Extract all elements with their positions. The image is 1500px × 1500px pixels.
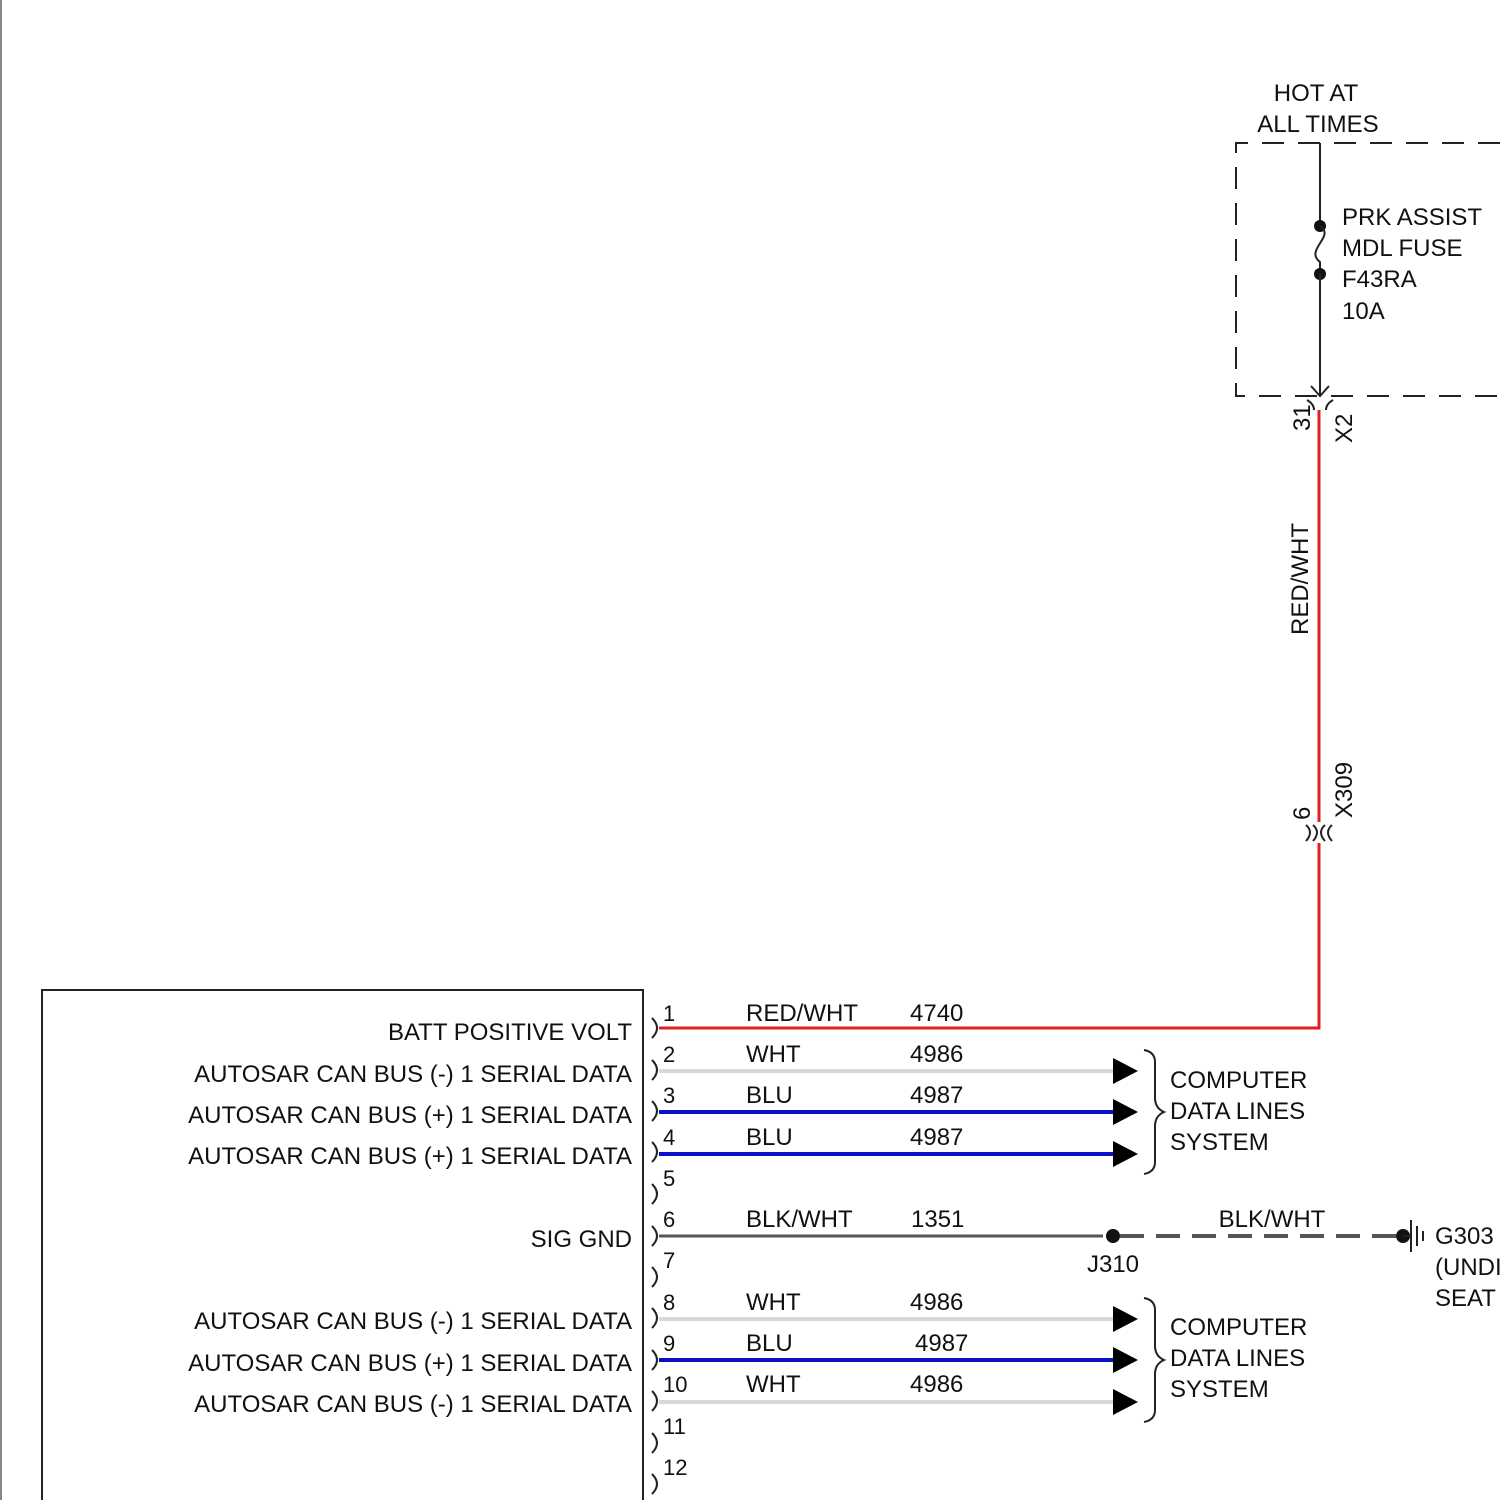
data-lines-2-line3: SYSTEM <box>1170 1376 1269 1403</box>
x2-pin-number: 31 <box>1289 404 1316 431</box>
pin-10-number: 10 <box>663 1372 687 1397</box>
wire-6-color: BLK/WHT <box>746 1206 853 1233</box>
pin-1-function: BATT POSITIVE VOLT <box>388 1019 632 1046</box>
pin-6-number: 6 <box>663 1207 675 1232</box>
data-lines-1-line2: DATA LINES <box>1170 1098 1305 1125</box>
wire-2-circuit: 4986 <box>910 1041 963 1068</box>
pin-3-function: AUTOSAR CAN BUS (+) 1 SERIAL DATA <box>188 1102 632 1129</box>
pin-8-terminal <box>652 1308 657 1328</box>
fuse-element-icon <box>1315 226 1324 274</box>
wire-labels: RED/WHT 4740 WHT 4986 BLU 4987 BLU 4987 … <box>746 1000 968 1398</box>
arrow-right-icon <box>1113 1306 1138 1332</box>
pin-8-number: 8 <box>663 1290 675 1315</box>
pin-8-function: AUTOSAR CAN BUS (-) 1 SERIAL DATA <box>194 1308 632 1335</box>
pin-4-function: AUTOSAR CAN BUS (+) 1 SERIAL DATA <box>188 1143 632 1170</box>
wire-3-color: BLU <box>746 1082 793 1109</box>
fuse-block: HOT AT ALL TIMES PRK ASSIST MDL FUSE F43… <box>1236 80 1500 396</box>
pin-1-terminal <box>652 1018 657 1038</box>
hot-at-label: HOT AT <box>1274 80 1359 107</box>
fuse-id: F43RA <box>1342 266 1417 293</box>
connector-x2: 31 X2 <box>1289 400 1358 443</box>
all-times-label: ALL TIMES <box>1257 111 1378 138</box>
feed-wire-color-label: RED/WHT <box>1287 523 1314 635</box>
arrow-right-icon <box>1113 1389 1138 1415</box>
wire-9-color: BLU <box>746 1330 793 1357</box>
wire-10-circuit: 4986 <box>910 1371 963 1398</box>
arrow-right-icon <box>1113 1141 1138 1167</box>
pin-4-number: 4 <box>663 1125 675 1150</box>
data-lines-2-line1: COMPUTER <box>1170 1314 1307 1341</box>
pin-4-terminal <box>652 1142 657 1162</box>
module-connector-pins: 1 2 3 4 5 6 7 8 9 10 11 12 <box>652 1001 687 1494</box>
wire-8-color: WHT <box>746 1289 801 1316</box>
ground-g303-name: G303 <box>1435 1223 1494 1250</box>
wire-2-color: WHT <box>746 1041 801 1068</box>
module-pin-labels: BATT POSITIVE VOLT AUTOSAR CAN BUS (-) 1… <box>188 1019 632 1418</box>
wire-10-color: WHT <box>746 1371 801 1398</box>
pin-10-terminal <box>652 1391 657 1411</box>
pin-12-terminal <box>652 1474 657 1494</box>
module-wires <box>659 1058 1138 1415</box>
wire-8-circuit: 4986 <box>910 1289 963 1316</box>
x309-pin-number: 6 <box>1289 807 1316 820</box>
ground-circuit: J310 BLK/WHT G303 (UNDI SEAT <box>1087 1206 1500 1312</box>
pin-5-number: 5 <box>663 1166 675 1191</box>
ground-location-line1: (UNDI <box>1435 1254 1500 1281</box>
fuse-name-line1: PRK ASSIST <box>1342 204 1482 231</box>
ground-icon <box>1403 1220 1423 1252</box>
pin-10-function: AUTOSAR CAN BUS (-) 1 SERIAL DATA <box>194 1391 632 1418</box>
data-lines-reference-2: COMPUTER DATA LINES SYSTEM <box>1144 1298 1307 1422</box>
pin-9-function: AUTOSAR CAN BUS (+) 1 SERIAL DATA <box>188 1350 632 1377</box>
pin-11-terminal <box>652 1433 657 1453</box>
fuse-rating: 10A <box>1342 298 1385 325</box>
pin-9-terminal <box>652 1350 657 1370</box>
wire-4-color: BLU <box>746 1124 793 1151</box>
wire-1-circuit: 4740 <box>910 1000 963 1027</box>
data-lines-1-line3: SYSTEM <box>1170 1129 1269 1156</box>
pin-2-function: AUTOSAR CAN BUS (-) 1 SERIAL DATA <box>194 1061 632 1088</box>
x2-connector-name: X2 <box>1331 414 1358 443</box>
brace-icon <box>1144 1050 1164 1174</box>
wire-6-circuit: 1351 <box>911 1206 964 1233</box>
arrow-right-icon <box>1113 1058 1138 1084</box>
connector-x309-symbol <box>1306 825 1332 841</box>
pin-2-terminal <box>652 1060 657 1080</box>
wire-4-circuit: 4987 <box>910 1124 963 1151</box>
pin-3-terminal <box>652 1101 657 1121</box>
arrow-right-icon <box>1113 1099 1138 1125</box>
pin-7-terminal <box>652 1267 657 1287</box>
pin-6-terminal <box>652 1226 657 1246</box>
pin-5-terminal <box>652 1184 657 1204</box>
arrow-right-icon <box>1113 1347 1138 1373</box>
pin-12-number: 12 <box>663 1455 687 1480</box>
data-lines-1-line1: COMPUTER <box>1170 1067 1307 1094</box>
pin-3-number: 3 <box>663 1083 675 1108</box>
pin-7-number: 7 <box>663 1248 675 1273</box>
data-lines-2-line2: DATA LINES <box>1170 1345 1305 1372</box>
wire-9-circuit: 4987 <box>915 1330 968 1357</box>
splice-j310-dot <box>1106 1229 1120 1243</box>
splice-j310-label: J310 <box>1087 1251 1139 1278</box>
data-lines-reference-1: COMPUTER DATA LINES SYSTEM <box>1144 1050 1307 1174</box>
ground-location-line2: SEAT <box>1435 1285 1496 1312</box>
x309-connector-name: X309 <box>1331 762 1358 818</box>
brace-icon <box>1144 1298 1164 1422</box>
wire-1-color: RED/WHT <box>746 1000 858 1027</box>
ground-wire-color: BLK/WHT <box>1219 1206 1326 1233</box>
pin-1-number: 1 <box>663 1001 675 1026</box>
fuse-name-line2: MDL FUSE <box>1342 235 1462 262</box>
connector-x309: 6 X309 <box>1289 762 1358 841</box>
wire-3-circuit: 4987 <box>910 1082 963 1109</box>
pin-6-function: SIG GND <box>531 1226 632 1253</box>
pin-9-number: 9 <box>663 1331 675 1356</box>
pin-11-number: 11 <box>663 1414 686 1439</box>
pin-2-number: 2 <box>663 1042 675 1067</box>
